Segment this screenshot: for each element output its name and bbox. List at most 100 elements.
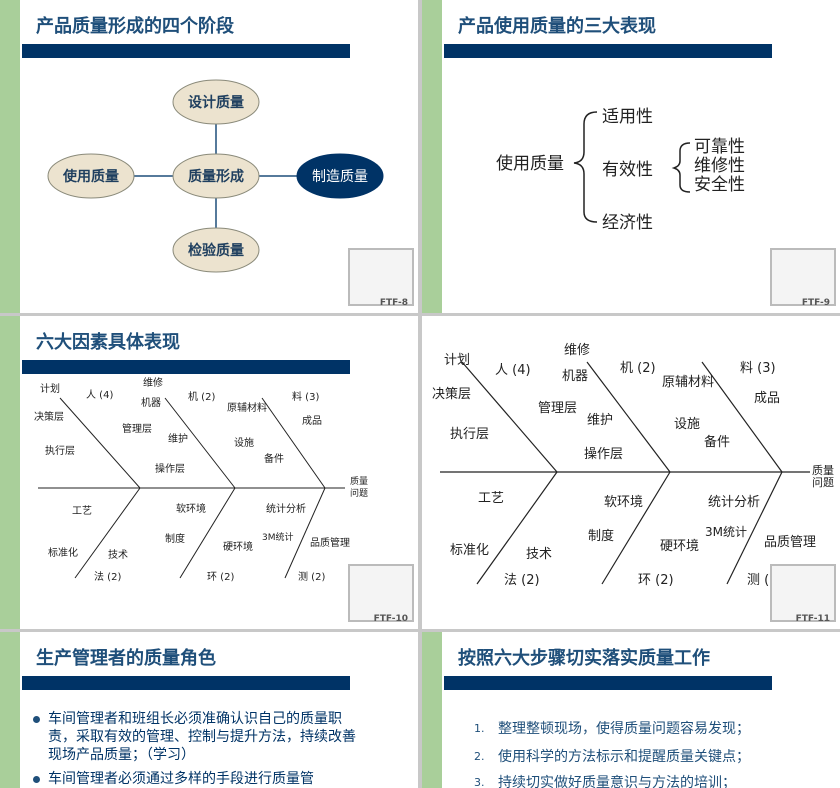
label-spares: 备件 — [264, 452, 284, 465]
title-underline — [444, 676, 772, 690]
label-standard: 标准化 — [450, 543, 489, 558]
label-repair: 维修 — [143, 376, 163, 389]
label-method: 法 (2) — [94, 570, 121, 583]
lighthouse-logo — [348, 564, 414, 622]
label-quality-mgmt: 品质管理 — [764, 535, 816, 550]
label-method: 法 (2) — [504, 573, 540, 588]
label-decision: 决策层 — [34, 410, 64, 423]
label-hard-env: 硬环境 — [223, 540, 253, 553]
step-number: 1. — [474, 722, 485, 735]
slide-six-factors: 六大因素具体表现 计划 人 (4) 维修 机 (2) 原辅材料 料 (3) 决策… — [0, 316, 418, 630]
label-machine: 机 (2) — [620, 361, 656, 376]
step-text: 持续切实做好质量意识与方法的培训； — [498, 775, 736, 788]
label-soft-env: 软环境 — [176, 502, 206, 515]
use-quality-tree: 使用质量 适用性 有效性 经济性 可靠性 维修性 安全性 — [496, 107, 745, 233]
stage-use: 使用质量 — [62, 168, 119, 185]
slide-fishbone-large: 计划 人 (4) 维修 机 (2) 原辅材料 料 (3) 决策层 机器 管理层 … — [422, 316, 840, 630]
label-3m: 3M统计 — [262, 531, 294, 543]
title-underline — [444, 44, 772, 58]
step-text: 整理整顿现场，使得质量问题容易发现； — [498, 721, 750, 737]
label-equipment: 机器 — [141, 396, 161, 409]
slide-quality-stages: 产品质量形成的四个阶段 设计质量 质量形成 使用质量 检验质量 制造质量 FTF… — [0, 0, 418, 314]
label-executor: 执行层 — [450, 427, 489, 442]
label-hard-env: 硬环境 — [660, 539, 699, 554]
label-decision: 决策层 — [432, 386, 471, 402]
label-maintain: 维护 — [168, 432, 188, 445]
grid-divider — [0, 313, 840, 316]
page-number: FTF-9 — [801, 298, 830, 308]
tree-item-1: 适用性 — [602, 107, 653, 127]
label-raw: 原辅材料 — [662, 375, 714, 390]
label-equipment: 机器 — [562, 369, 588, 384]
label-measure: 测 (2) — [298, 570, 325, 583]
fishbone-large: 计划 人 (4) 维修 机 (2) 原辅材料 料 (3) 决策层 机器 管理层 … — [432, 343, 834, 588]
label-head2: 问题 — [350, 487, 368, 499]
label-standard: 标准化 — [48, 546, 78, 559]
label-plan: 计划 — [40, 382, 60, 395]
stage-design: 设计质量 — [188, 94, 244, 111]
label-facility: 设施 — [234, 436, 254, 449]
label-repair: 维修 — [564, 343, 590, 358]
label-stats: 统计分析 — [266, 502, 306, 515]
tree-item-2: 有效性 — [602, 160, 653, 180]
lighthouse-logo — [770, 248, 836, 306]
label-3m: 3M统计 — [705, 525, 747, 539]
label-facility: 设施 — [674, 417, 700, 432]
grid-divider — [0, 629, 840, 632]
label-material: 料 (3) — [740, 361, 776, 376]
slide-accent-bar — [0, 316, 20, 630]
slide-title: 按照六大步骤切实落实质量工作 — [458, 648, 710, 669]
page-number: FTF-8 — [379, 298, 408, 308]
slide-title: 六大因素具体表现 — [36, 332, 180, 353]
stage-manufacture: 制造质量 — [312, 169, 368, 185]
label-product: 成品 — [754, 391, 780, 406]
label-soft-env: 软环境 — [604, 495, 643, 510]
stage-center: 质量形成 — [188, 168, 244, 185]
step-text: 使用科学的方法标示和提醒质量关键点； — [498, 749, 750, 765]
lighthouse-logo — [770, 564, 836, 622]
label-head: 质量 — [350, 475, 368, 487]
title-underline — [22, 676, 350, 690]
label-manager: 管理层 — [122, 422, 152, 435]
bullet-text-2: 车间管理者必须通过多样的手段进行质量管 — [48, 771, 314, 787]
stage-inspect: 检验质量 — [188, 242, 244, 259]
slide-accent-bar — [0, 0, 20, 314]
label-stats: 统计分析 — [708, 495, 760, 510]
tree-sub-2: 维修性 — [694, 156, 745, 176]
bullet-dot — [33, 776, 40, 783]
tree-sub-1: 可靠性 — [694, 137, 745, 157]
slide-title: 产品使用质量的三大表现 — [458, 16, 656, 37]
label-product: 成品 — [302, 415, 322, 427]
tree-sub-3: 安全性 — [694, 175, 745, 195]
label-executor: 执行层 — [45, 444, 75, 457]
slide-title: 生产管理者的质量角色 — [36, 648, 216, 669]
fishbone-small: 计划 人 (4) 维修 机 (2) 原辅材料 料 (3) 决策层 机器 管理层 … — [34, 376, 368, 583]
label-head: 质量 — [812, 464, 834, 477]
slide-six-steps: 按照六大步骤切实落实质量工作 1. 整理整顿现场，使得质量问题容易发现； 2. … — [422, 632, 840, 788]
label-quality-mgmt: 品质管理 — [310, 536, 350, 549]
bullet-dot — [33, 716, 40, 723]
label-people: 人 (4) — [495, 363, 531, 378]
label-tech: 技术 — [526, 547, 552, 562]
label-operator: 操作层 — [584, 446, 623, 462]
slide-accent-bar — [422, 632, 442, 788]
slide-accent-bar — [422, 0, 442, 314]
page-number: FTF-11 — [795, 614, 830, 624]
label-people: 人 (4) — [86, 389, 113, 401]
grid-divider — [418, 0, 422, 788]
page-number: FTF-10 — [373, 614, 408, 624]
label-operator: 操作层 — [155, 462, 185, 475]
label-manager: 管理层 — [538, 401, 577, 416]
slide-accent-bar — [0, 632, 20, 788]
label-craft: 工艺 — [478, 491, 504, 506]
step-number: 3. — [474, 776, 485, 788]
label-environment: 环 (2) — [207, 572, 234, 583]
label-environment: 环 (2) — [638, 573, 674, 588]
label-tech: 技术 — [108, 548, 128, 561]
slide-title: 产品质量形成的四个阶段 — [36, 16, 234, 37]
label-spares: 备件 — [704, 434, 730, 450]
label-raw: 原辅材料 — [227, 401, 267, 414]
bullet-text-1: 车间管理者和班组长必须准确认识自己的质量职责，采取有效的管理、控制与提升方法，持… — [48, 711, 356, 763]
label-head2: 问题 — [812, 476, 834, 489]
label-material: 料 (3) — [292, 390, 319, 403]
